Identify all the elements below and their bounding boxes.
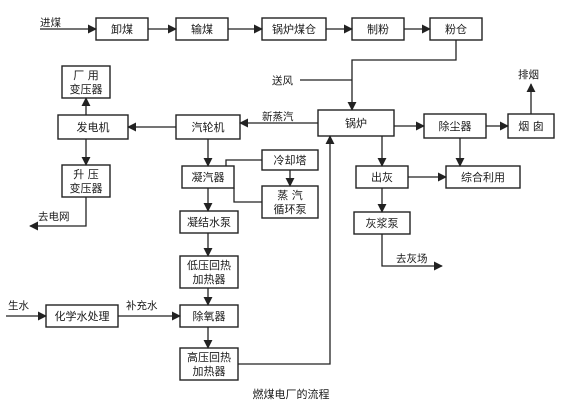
feedwater-to-boiler-arrow [238, 135, 335, 365]
slurry-pump-label: 灰浆泵 [366, 216, 399, 230]
chimney-box: 烟 囱 [507, 113, 555, 139]
lp-heater-box: 低压回热 加热器 [179, 255, 239, 289]
evaporation-pump-label-1: 蒸 汽 [277, 188, 303, 202]
plant-transformer-label-2: 变压器 [70, 82, 103, 96]
hp-heater-label-2: 加热器 [193, 365, 226, 378]
step-up-transformer-label-2: 变压器 [70, 181, 103, 195]
plant-transformer-box: 厂 用 变压器 [61, 65, 111, 99]
pulverize-box: 制粉 [351, 17, 405, 41]
evap-to-condenser-line [233, 188, 262, 203]
turbine-label: 汽轮机 [192, 120, 225, 134]
deaerator-box: 除氧器 [179, 304, 239, 328]
generator-box: 发电机 [57, 114, 129, 140]
air-supply-label: 送风 [272, 74, 293, 87]
hp-heater-label-1: 高压回热 [187, 350, 231, 364]
evaporation-pump-label-2: 循环泵 [274, 203, 307, 216]
diagram-caption: 燃煤电厂的流程 [253, 387, 330, 401]
boiler-bunker-box: 锅炉煤仓 [261, 17, 327, 41]
cooling-to-condenser-line [225, 159, 262, 166]
dust-collector-label: 除尘器 [439, 119, 472, 133]
bin-to-boiler-arrow [347, 40, 457, 111]
evaporation-pump-box: 蒸 汽 循环泵 [261, 185, 319, 219]
condensate-pump-label: 凝结水泵 [187, 215, 231, 229]
chem-water-label: 化学水处理 [55, 309, 110, 323]
chem-water-box: 化学水处理 [45, 304, 119, 328]
coal-in-label: 进煤 [40, 16, 61, 29]
cooling-tower-box: 冷却塔 [261, 149, 319, 171]
pulverize-label: 制粉 [367, 23, 389, 36]
plant-transformer-label-1: 厂 用 [73, 69, 99, 82]
ash-out-box: 出灰 [355, 165, 409, 189]
raw-water-label: 生水 [8, 299, 29, 312]
ash-out-label: 出灰 [371, 170, 393, 184]
powder-bin-label: 粉仓 [445, 22, 467, 36]
new-steam-label: 新蒸汽 [262, 110, 294, 123]
convey-coal-label: 输煤 [191, 22, 213, 36]
exhaust-label: 排烟 [518, 68, 539, 81]
condenser-label: 凝汽器 [192, 170, 225, 184]
step-up-transformer-box: 升 压 变压器 [61, 164, 111, 198]
unload-coal-label: 卸煤 [111, 22, 133, 36]
unload-coal-box: 卸煤 [95, 17, 149, 41]
comprehensive-use-box: 综合利用 [445, 165, 521, 189]
lp-heater-label-1: 低压回热 [187, 259, 231, 272]
hp-heater-box: 高压回热 加热器 [179, 347, 239, 381]
condenser-box: 凝汽器 [181, 165, 235, 189]
comprehensive-use-label: 综合利用 [461, 170, 505, 184]
chimney-label: 烟 囱 [518, 119, 544, 133]
turbine-box: 汽轮机 [175, 114, 241, 140]
cooling-tower-label: 冷却塔 [274, 154, 307, 167]
to-ash-yard-label: 去灰场 [396, 252, 428, 265]
makeup-water-label: 补充水 [126, 299, 158, 312]
dust-collector-box: 除尘器 [423, 113, 487, 139]
powder-bin-box: 粉仓 [429, 17, 483, 41]
deaerator-label: 除氧器 [193, 309, 226, 323]
boiler-box: 锅炉 [317, 109, 395, 137]
to-grid-arrow [29, 197, 87, 231]
boiler-bunker-label: 锅炉煤仓 [272, 22, 316, 36]
convey-coal-box: 输煤 [175, 17, 229, 41]
boiler-label: 锅炉 [345, 117, 367, 130]
slurry-pump-box: 灰浆泵 [353, 211, 411, 235]
to-grid-label: 去电网 [38, 210, 70, 223]
to-ash-yard-arrow [381, 234, 443, 271]
step-up-transformer-label-1: 升 压 [73, 168, 99, 181]
condensate-pump-box: 凝结水泵 [179, 210, 239, 234]
lp-heater-label-2: 加热器 [193, 273, 226, 286]
generator-label: 发电机 [77, 120, 110, 134]
